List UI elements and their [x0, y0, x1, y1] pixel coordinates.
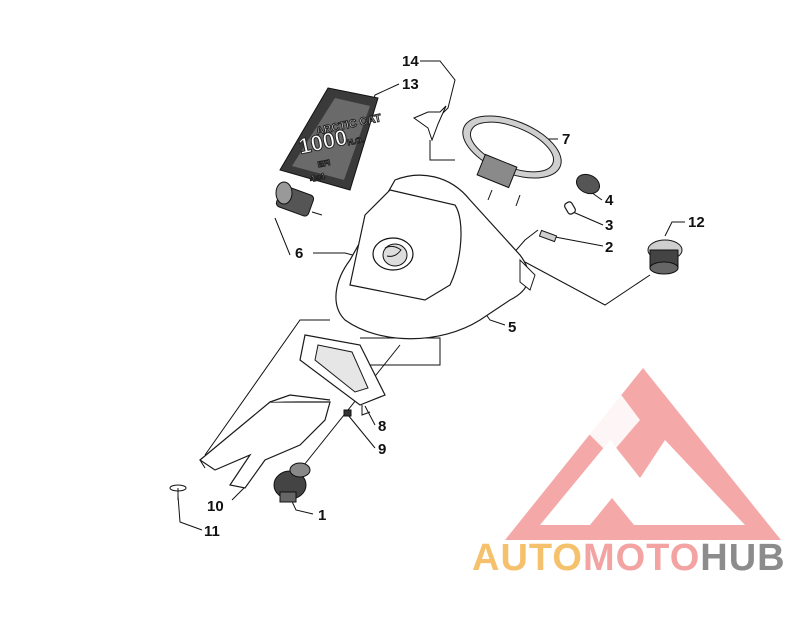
mount-bracket	[198, 394, 331, 489]
callout-labels: 14 13 7 4 3 2 12 6 5 8 9 10 1 11	[204, 53, 705, 540]
watermark-logo	[505, 368, 781, 540]
watermark-moto: MOTO	[583, 537, 700, 579]
callout-9: 9	[378, 441, 386, 458]
callout-10: 10	[207, 498, 224, 515]
decal-line1: EFI	[317, 158, 331, 169]
dash-housing	[335, 174, 536, 340]
svg-text:AUTOMOTOHUB: AUTOMOTOHUB	[472, 537, 786, 579]
callout-14: 14	[402, 53, 419, 70]
callout-11: 11	[204, 523, 220, 540]
callout-8: 8	[378, 418, 386, 435]
leader-lines	[177, 60, 685, 531]
callout-3: 3	[605, 217, 613, 234]
callout-2: 2	[605, 239, 613, 256]
callout-6: 6	[295, 245, 303, 262]
callout-1: 1	[318, 507, 326, 524]
watermark-hub: HUB	[700, 537, 785, 579]
decal-model-suffix: H.O.	[347, 135, 365, 147]
bulb-parts	[538, 173, 601, 243]
bezel-frame	[299, 334, 386, 416]
cat-logo-decal	[412, 105, 447, 142]
callout-4: 4	[605, 192, 614, 209]
callout-7: 7	[562, 131, 570, 148]
rivet-11	[169, 484, 187, 500]
ignition-switch	[273, 462, 311, 503]
screw-9	[343, 409, 352, 417]
watermark-auto: AUTO	[472, 537, 583, 579]
decal-part: ARCTIC CAT 1000 H.O. EFI 4x4	[279, 87, 383, 191]
decal-line2: 4x4	[309, 171, 326, 184]
gauge-part	[462, 115, 562, 207]
callout-12: 12	[688, 214, 705, 231]
callout-5: 5	[508, 319, 516, 336]
callout-13: 13	[402, 76, 419, 93]
watermark-text: AUTOMOTOHUB	[472, 537, 786, 579]
switch-part	[647, 239, 683, 275]
socket-part	[275, 181, 323, 217]
